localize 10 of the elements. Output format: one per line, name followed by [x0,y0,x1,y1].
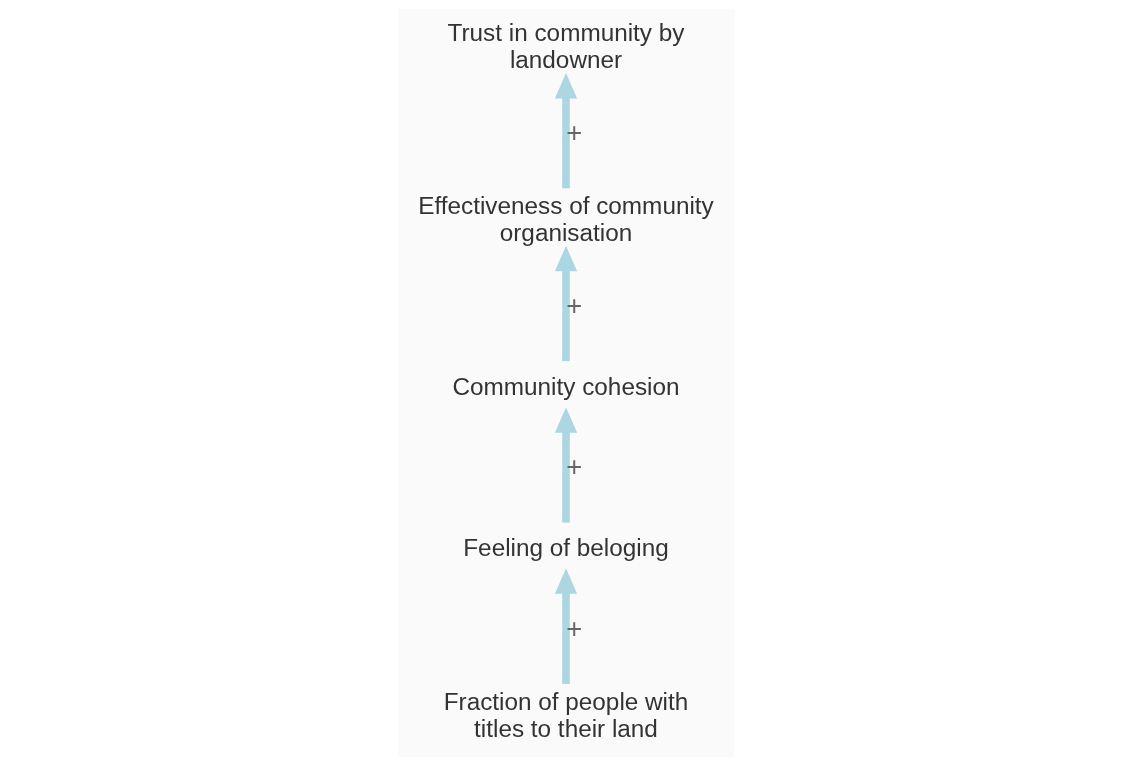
edge-label: + [565,612,582,644]
edge-label: + [565,451,582,483]
node-text: Effectiveness of community organisation [417,191,714,247]
edge-label: + [565,116,582,148]
edge-label: + [565,290,582,322]
node-text: Feeling of beloging [462,534,669,562]
arrow [554,245,577,362]
node-text: Fraction of people with titles to their land [443,687,688,742]
node-text: Trust in community by landowner [447,18,684,73]
node-text: Community cohesion [451,372,680,400]
